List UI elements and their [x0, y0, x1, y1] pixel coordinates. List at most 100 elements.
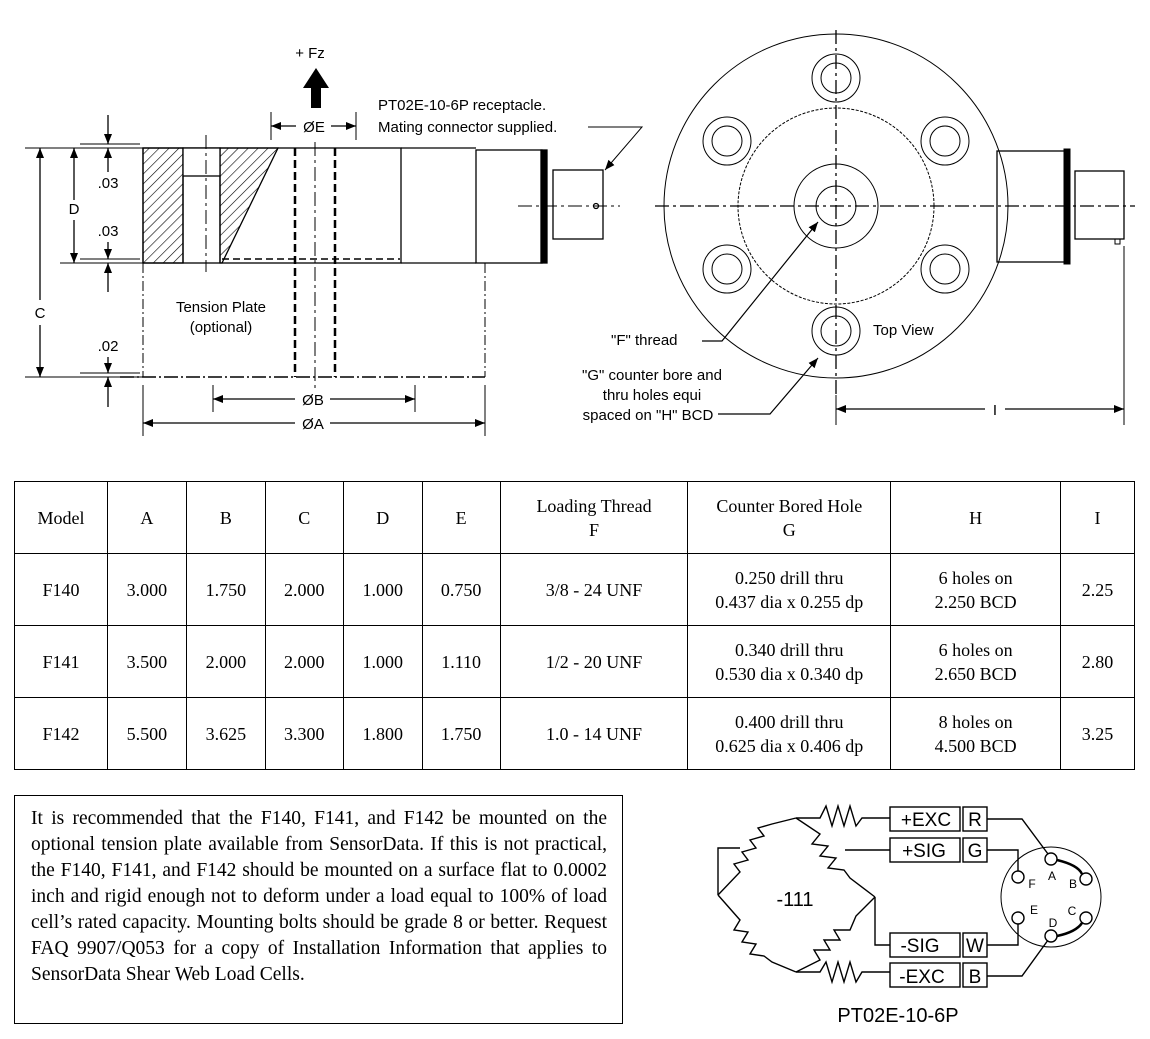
cell-h: 6 holes on 2.650 BCD	[890, 625, 1061, 698]
cell-i: 3.25	[1059, 697, 1136, 770]
header-e: E	[421, 481, 501, 554]
cell-b: 1.750	[185, 553, 266, 626]
cell-h-line: 6 holes on	[938, 567, 1013, 588]
cell-model: F140	[14, 553, 108, 626]
f-thread-label: "F" thread	[611, 332, 678, 349]
color-code-white: W	[966, 936, 984, 957]
connector-label: PT02E-10-6P	[837, 1005, 958, 1027]
cell-c: 3.300	[264, 697, 344, 770]
header-counter-bored-line2: G	[782, 519, 796, 540]
cell-b: 3.625	[185, 697, 266, 770]
cell-i: 2.80	[1059, 625, 1136, 698]
cell-model: F141	[14, 625, 108, 698]
header-a: A	[106, 481, 187, 554]
bridge-resistor-top-right	[795, 817, 876, 898]
mounting-note-text: It is recommended that the F140, F141, a…	[31, 808, 607, 985]
header-h: H	[890, 481, 1061, 554]
header-c: C	[264, 481, 344, 554]
signal-exc-minus: -EXC	[899, 967, 944, 988]
gap-mid-label: .03	[98, 223, 119, 240]
connector-body	[1000, 846, 1102, 948]
g-thru-holes-label: thru holes equi	[603, 387, 701, 404]
cell-f: 1/2 - 20 UNF	[499, 625, 689, 698]
cell-f: 3/8 - 24 UNF	[499, 553, 689, 626]
cell-a: 3.000	[106, 553, 187, 626]
cell-f: 1.0 - 14 UNF	[499, 697, 689, 770]
signal-exc-plus: +EXC	[901, 810, 951, 831]
cell-h-line: 6 holes on	[938, 639, 1013, 660]
dim-e-label: ØE	[303, 119, 325, 136]
cell-e: 1.750	[421, 697, 501, 770]
pin-a: A	[1048, 869, 1056, 883]
top-view: Top View "F" thread "G" counter bore and…	[582, 30, 1135, 425]
signal-sig-minus: -SIG	[900, 936, 939, 957]
cell-g-line: 0.340 drill thru	[735, 639, 844, 660]
cell-g-line: 0.437 dia x 0.255 dp	[715, 591, 864, 612]
color-code-black: B	[969, 967, 982, 988]
pin-d: D	[1049, 916, 1058, 930]
cell-h-line: 8 holes on	[938, 711, 1013, 732]
header-i: I	[1059, 481, 1136, 554]
bridge-resistor-bottom-right	[795, 896, 876, 973]
pin-c: C	[1068, 904, 1077, 918]
technical-drawing: + Fz ØE Tension Plate (optional)	[25, 30, 1135, 436]
cell-i: 2.25	[1059, 553, 1136, 626]
cell-model: F142	[14, 697, 108, 770]
header-loading-thread-line1: Loading Thread	[536, 495, 652, 516]
cell-h-line: 2.650 BCD	[934, 663, 1017, 684]
dim-c-label: C	[35, 305, 46, 322]
bolt-holes	[702, 53, 970, 356]
bridge-label: -111	[776, 889, 813, 911]
tension-plate-optional: (optional)	[190, 319, 253, 336]
cell-h-line: 2.250 BCD	[934, 591, 1017, 612]
signal-sig-plus: +SIG	[902, 841, 946, 862]
force-label: + Fz	[295, 45, 325, 62]
receptacle-label: PT02E-10-6P receptacle.	[378, 97, 546, 114]
cell-g-line: 0.400 drill thru	[735, 711, 844, 732]
cell-c: 2.000	[264, 553, 344, 626]
cell-e: 0.750	[421, 553, 501, 626]
cell-g: 0.250 drill thru 0.437 dia x 0.255 dp	[687, 553, 892, 626]
dim-b-label: ØB	[302, 392, 324, 409]
cell-d: 1.000	[342, 625, 423, 698]
cell-h-line: 4.500 BCD	[934, 735, 1017, 756]
cell-h: 8 holes on 4.500 BCD	[890, 697, 1061, 770]
header-b: B	[185, 481, 266, 554]
pin-e: E	[1030, 903, 1038, 917]
side-view: + Fz ØE Tension Plate (optional)	[25, 45, 644, 436]
cell-g-line: 0.250 drill thru	[735, 567, 844, 588]
pin-f: F	[1028, 877, 1035, 891]
cell-a: 5.500	[106, 697, 187, 770]
gap-top-label: .03	[98, 175, 119, 192]
cell-c: 2.000	[264, 625, 344, 698]
header-loading-thread-line2: F	[589, 519, 600, 540]
dim-i-label: I	[993, 402, 997, 419]
cell-d: 1.000	[342, 553, 423, 626]
cell-d: 1.800	[342, 697, 423, 770]
header-counter-bored-line1: Counter Bored Hole	[716, 495, 863, 516]
cell-g: 0.340 drill thru 0.530 dia x 0.340 dp	[687, 625, 892, 698]
color-code-green: G	[968, 841, 983, 862]
wiring-diagram: -111 +EXC R +SIG G -SIG W -EXC B A B C D…	[717, 803, 1102, 1027]
cell-b: 2.000	[185, 625, 266, 698]
mating-connector-label: Mating connector supplied.	[378, 119, 557, 136]
tension-plate-label: Tension Plate	[176, 299, 266, 316]
comp-resistor-bottom	[796, 959, 890, 985]
g-bcd-label: spaced on "H" BCD	[583, 407, 714, 424]
cell-g-line: 0.530 dia x 0.340 dp	[715, 663, 864, 684]
cell-h: 6 holes on 2.250 BCD	[890, 553, 1061, 626]
comp-resistor-top	[796, 803, 890, 829]
color-code-red: R	[968, 810, 982, 831]
header-d: D	[342, 481, 423, 554]
bridge-resistor-bottom-left	[717, 894, 797, 973]
bridge-resistor-top-left	[717, 817, 797, 896]
gap-bottom-label: .02	[98, 338, 119, 355]
cell-e: 1.110	[421, 625, 501, 698]
